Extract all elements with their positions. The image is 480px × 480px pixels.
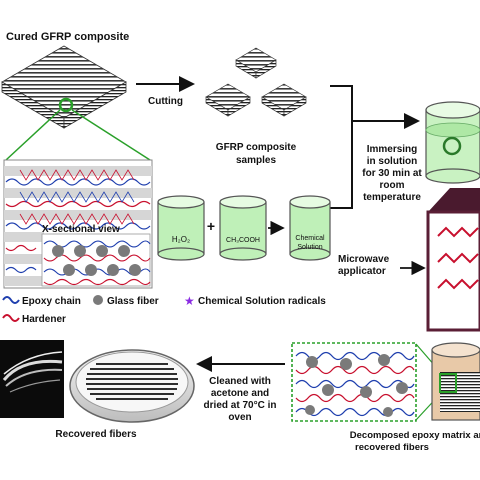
decomposed-matrix-box — [291, 342, 417, 422]
zoom-circle-marker — [58, 97, 74, 113]
label-immersing-5: temperature — [363, 192, 421, 203]
label-chemical-solution-2: Solution — [297, 244, 322, 251]
label-cleaned-1: Cleaned with — [209, 376, 271, 387]
label-cleaned-4: oven — [228, 412, 251, 423]
label-cured-gfrp: Cured GFRP composite — [6, 31, 129, 43]
x-sectional-panel — [3, 159, 153, 289]
label-cleaned-2: acetone and — [211, 388, 269, 399]
legend-hardener-swatch — [2, 314, 20, 322]
label-decomposed-2: recovered fibers — [355, 442, 429, 453]
legend-radicals-label: Chemical Solution radicals — [198, 296, 326, 307]
label-h2o2: H₂O₂ — [172, 235, 190, 244]
label-immersing-4: room — [380, 180, 405, 191]
composite-samples — [205, 47, 307, 117]
sample-left — [205, 83, 251, 117]
legend: Epoxy chain Glass fiber ★ Chemical Solut… — [2, 294, 326, 325]
bracket-connector — [330, 85, 353, 209]
recovered-fiber-lines — [86, 363, 178, 400]
label-recovered-fibers: Recovered fibers — [55, 429, 137, 440]
zoom-callout-line-left — [5, 109, 61, 161]
legend-glass-label: Glass fiber — [107, 296, 159, 307]
sample-top — [235, 47, 277, 79]
label-microwave-2: applicator — [338, 266, 386, 277]
polymer-chains — [5, 169, 151, 274]
label-decomposed-1: Decomposed epoxy matrix and — [350, 430, 480, 441]
cured-composite-block — [1, 45, 127, 129]
label-microwave-1: Microwave — [338, 254, 390, 265]
label-immersing-3: for 30 min at — [362, 168, 422, 179]
legend-glass-swatch — [93, 295, 103, 305]
zoom-callout-line-right — [71, 109, 151, 161]
petri-dish — [69, 349, 195, 423]
legend-hardener-label: Hardener — [22, 314, 66, 325]
beaker-acetic-acid — [219, 195, 267, 261]
microwave-oven — [426, 188, 480, 332]
label-samples-line2: samples — [236, 155, 276, 166]
legend-epoxy-label: Epoxy chain — [22, 296, 81, 307]
label-x-sectional: X-sectional view — [42, 224, 120, 235]
label-immersing-1: Immersing — [367, 144, 418, 155]
label-cleaned-3: dried at 70°C in — [204, 400, 277, 411]
label-ch3cooh: CH₃COOH — [226, 237, 260, 244]
label-plus: + — [207, 218, 215, 234]
label-samples-line1: GFRP composite — [216, 142, 297, 153]
label-chemical-solution-1: Chemical — [295, 235, 325, 242]
fiber-layers — [4, 166, 152, 286]
legend-radical-swatch: ★ — [184, 294, 195, 308]
legend-epoxy-swatch — [2, 296, 20, 304]
label-cutting: Cutting — [148, 96, 183, 107]
recovered-fibers-photo — [0, 340, 64, 418]
sample-right — [261, 83, 307, 117]
label-immersing-2: in solution — [367, 156, 418, 167]
glass-fibers-inset — [52, 245, 141, 276]
recovery-beaker — [431, 342, 480, 421]
beaker-chemical-solution — [289, 195, 331, 261]
immersion-beaker — [425, 101, 480, 184]
beaker-h2o2 — [157, 195, 205, 261]
